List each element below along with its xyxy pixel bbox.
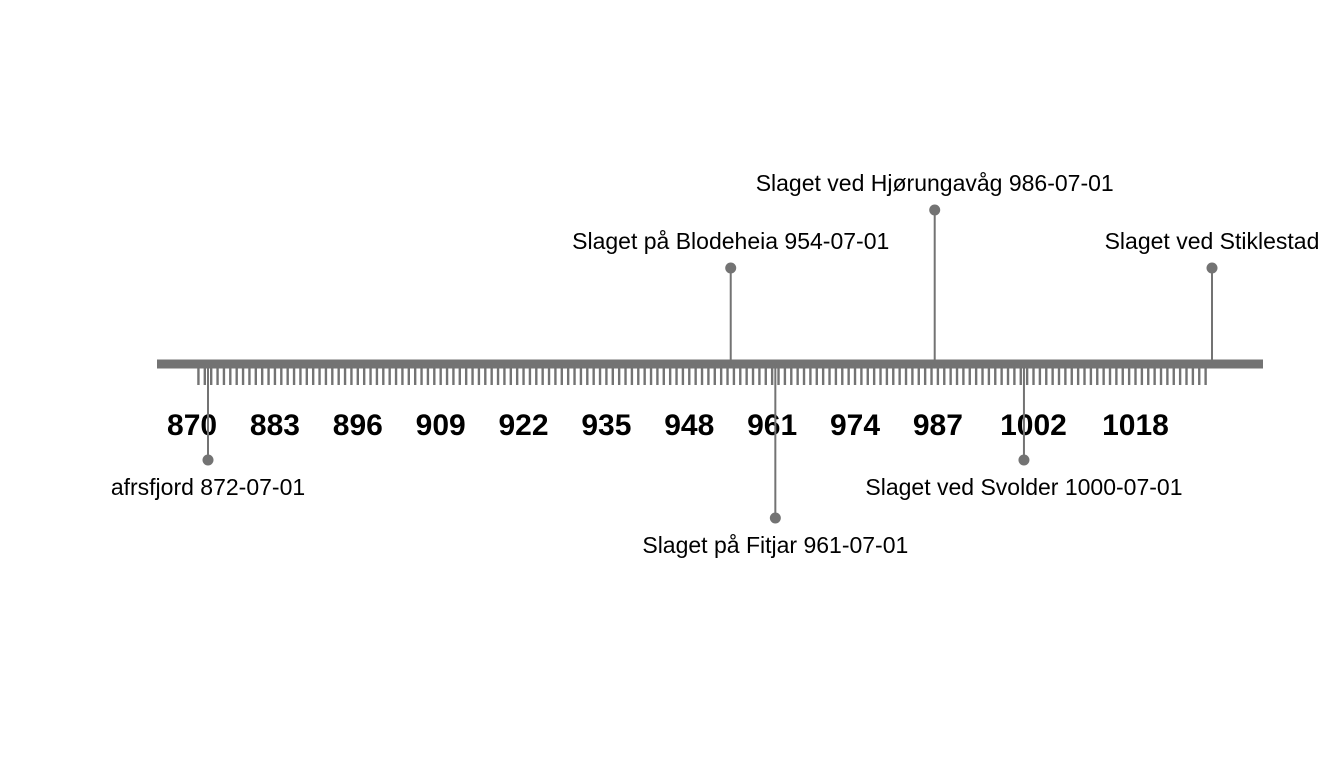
tick-label: 974 — [830, 409, 880, 442]
event-marker: afrsfjord 872-07-01 — [111, 364, 305, 500]
event-marker: Slaget ved Svolder 1000-07-01 — [865, 364, 1183, 500]
events: afrsfjord 872-07-01 Slaget på Blodeheia 9… — [111, 170, 1320, 558]
event-label: afrsfjord 872-07-01 — [111, 474, 305, 500]
event-label: Slaget ved Stiklestad — [1105, 228, 1320, 254]
event-label: Slaget på Blodeheia 954-07-01 — [572, 228, 889, 254]
tick-label: 922 — [499, 409, 549, 442]
event-marker: Slaget på Blodeheia 954-07-01 — [572, 228, 889, 364]
event-marker: Slaget ved Hjørungavåg 986-07-01 — [756, 170, 1114, 364]
tick-label: 948 — [664, 409, 714, 442]
tick-label: 870 — [167, 409, 217, 442]
event-marker: Slaget på Fitjar 961-07-01 — [642, 364, 908, 558]
event-dot — [202, 454, 214, 466]
tick-label: 987 — [913, 409, 963, 442]
tick-label: 1018 — [1102, 409, 1169, 442]
event-dot — [1018, 454, 1030, 466]
tick-label: 961 — [747, 409, 797, 442]
event-dot — [769, 512, 781, 524]
tick-label: 909 — [416, 409, 466, 442]
event-label: Slaget ved Hjørungavåg 986-07-01 — [756, 170, 1114, 196]
event-dot — [929, 204, 941, 216]
event-dot — [725, 262, 737, 274]
tick-label: 935 — [581, 409, 631, 442]
tick-label: 1002 — [1000, 409, 1067, 442]
tick-labels: 870 883 896 909 922 935 948 961 974 987 1002 1018 — [167, 409, 1169, 442]
tick-label: 883 — [250, 409, 300, 442]
tick-label: 896 — [333, 409, 383, 442]
event-marker: Slaget ved Stiklestad — [1105, 228, 1320, 364]
event-label: Slaget ved Svolder 1000-07-01 — [865, 474, 1182, 500]
event-dot — [1206, 262, 1218, 274]
event-label: Slaget på Fitjar 961-07-01 — [642, 532, 908, 558]
